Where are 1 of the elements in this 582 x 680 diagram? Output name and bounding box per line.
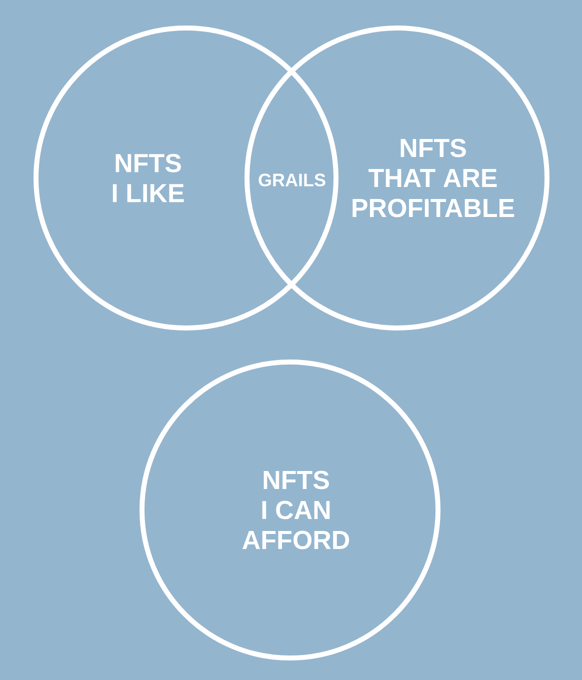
overlap-label: GRAILS (258, 174, 326, 186)
